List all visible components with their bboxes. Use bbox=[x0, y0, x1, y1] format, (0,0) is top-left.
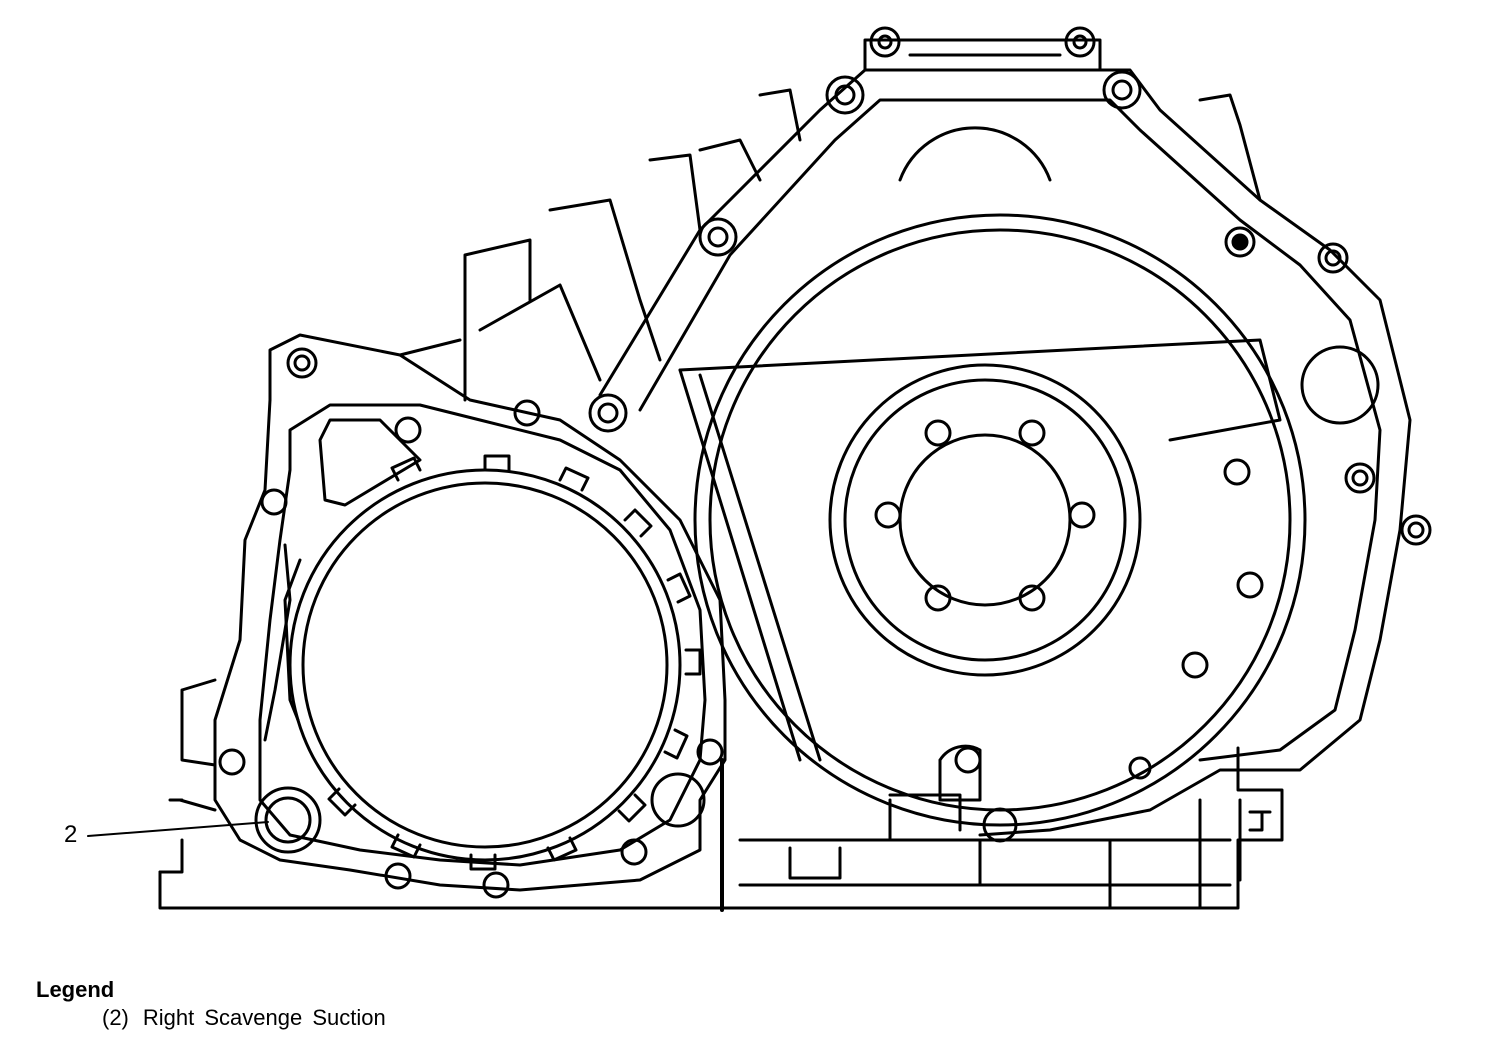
callout-number-2: 2 bbox=[64, 821, 78, 848]
legend-item-key: (2) bbox=[102, 1005, 129, 1030]
bell-housing bbox=[598, 38, 1412, 837]
converter-housing bbox=[678, 126, 1307, 827]
legend-title: Legend bbox=[36, 977, 115, 1002]
housing-bolts bbox=[588, 26, 1432, 843]
left-case-housing bbox=[168, 333, 727, 892]
legend-item-text: Right Scavenge Suction bbox=[142, 1005, 386, 1030]
case-base bbox=[158, 746, 1284, 912]
legend-item: (2) Right Scavenge Suction bbox=[36, 1004, 736, 1032]
splined-bore bbox=[263, 454, 702, 871]
converter-bolts bbox=[874, 419, 1096, 612]
case-ribs bbox=[398, 88, 1262, 402]
right-scavenge-suction-port bbox=[254, 786, 322, 854]
left-case-bolts bbox=[218, 347, 724, 899]
callout-leader-line bbox=[87, 821, 269, 837]
transmission-case-diagram bbox=[87, 26, 1432, 912]
legend: Legend (2) Right Scavenge Suction bbox=[36, 976, 736, 1032]
